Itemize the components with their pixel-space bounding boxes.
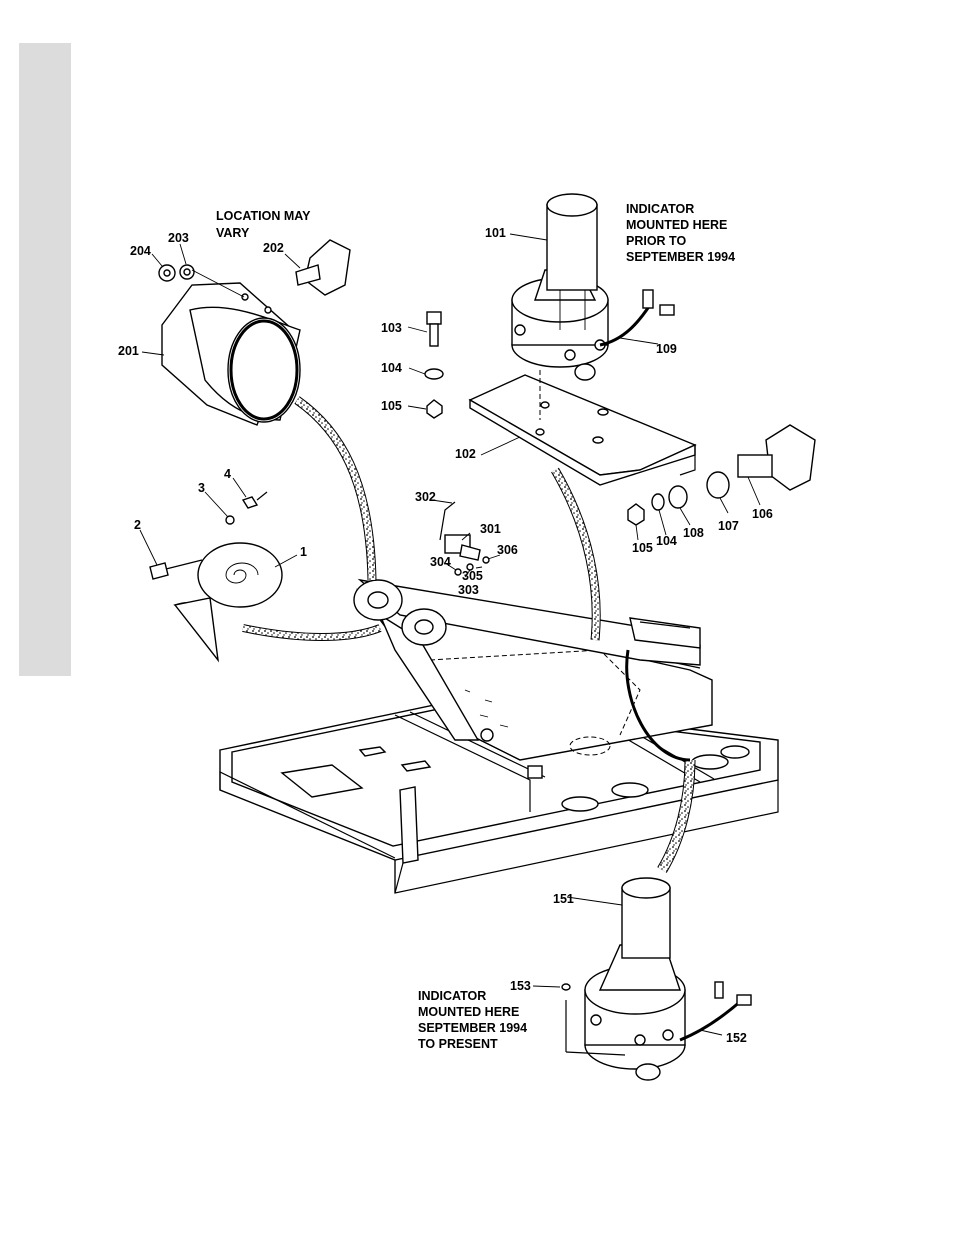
callout-103: 103 bbox=[381, 321, 402, 335]
svg-text:SEPTEMBER 1994: SEPTEMBER 1994 bbox=[626, 250, 735, 264]
mounting-plate-assembly bbox=[425, 312, 815, 525]
callout-107: 107 bbox=[718, 519, 739, 533]
callout-203: 203 bbox=[168, 231, 189, 245]
svg-text:PRIOR TO: PRIOR TO bbox=[626, 234, 686, 248]
callout-152: 152 bbox=[726, 1031, 747, 1045]
callout-105b: 105 bbox=[632, 541, 653, 555]
svg-text:TO PRESENT: TO PRESENT bbox=[418, 1037, 498, 1051]
callout-202: 202 bbox=[263, 241, 284, 255]
callout-102: 102 bbox=[455, 447, 476, 461]
svg-text:VARY: VARY bbox=[216, 226, 250, 240]
callout-104: 104 bbox=[381, 361, 402, 375]
note-lower-indicator: INDICATOR MOUNTED HERE SEPTEMBER 1994 TO… bbox=[418, 989, 527, 1051]
callout-153: 153 bbox=[510, 979, 531, 993]
callout-1: 1 bbox=[300, 545, 307, 559]
callout-109: 109 bbox=[656, 342, 677, 356]
callout-104b: 104 bbox=[656, 534, 677, 548]
callout-151: 151 bbox=[553, 892, 574, 906]
callout-201: 201 bbox=[118, 344, 139, 358]
svg-text:INDICATOR: INDICATOR bbox=[626, 202, 694, 216]
svg-text:MOUNTED HERE: MOUNTED HERE bbox=[418, 1005, 519, 1019]
callout-4: 4 bbox=[224, 467, 231, 481]
callout-108: 108 bbox=[683, 526, 704, 540]
callout-101: 101 bbox=[485, 226, 506, 240]
note-upper-indicator: INDICATOR MOUNTED HERE PRIOR TO SEPTEMBE… bbox=[626, 202, 735, 264]
svg-text:MOUNTED HERE: MOUNTED HERE bbox=[626, 218, 727, 232]
horn-bracket-assembly bbox=[159, 240, 350, 425]
callout-302: 302 bbox=[415, 490, 436, 504]
callout-303: 303 bbox=[458, 583, 479, 597]
callout-105: 105 bbox=[381, 399, 402, 413]
callout-301: 301 bbox=[480, 522, 501, 536]
callout-106: 106 bbox=[752, 507, 773, 521]
svg-text:INDICATOR: INDICATOR bbox=[418, 989, 486, 1003]
callout-305: 305 bbox=[462, 569, 483, 583]
svg-text:SEPTEMBER 1994: SEPTEMBER 1994 bbox=[418, 1021, 527, 1035]
callout-3: 3 bbox=[198, 481, 205, 495]
callout-304: 304 bbox=[430, 555, 451, 569]
callout-306: 306 bbox=[497, 543, 518, 557]
callout-2: 2 bbox=[134, 518, 141, 532]
callout-204: 204 bbox=[130, 244, 151, 258]
note-location: LOCATION MAY VARY bbox=[216, 209, 311, 240]
lower-indicator bbox=[562, 878, 751, 1080]
svg-text:LOCATION MAY: LOCATION MAY bbox=[216, 209, 311, 223]
